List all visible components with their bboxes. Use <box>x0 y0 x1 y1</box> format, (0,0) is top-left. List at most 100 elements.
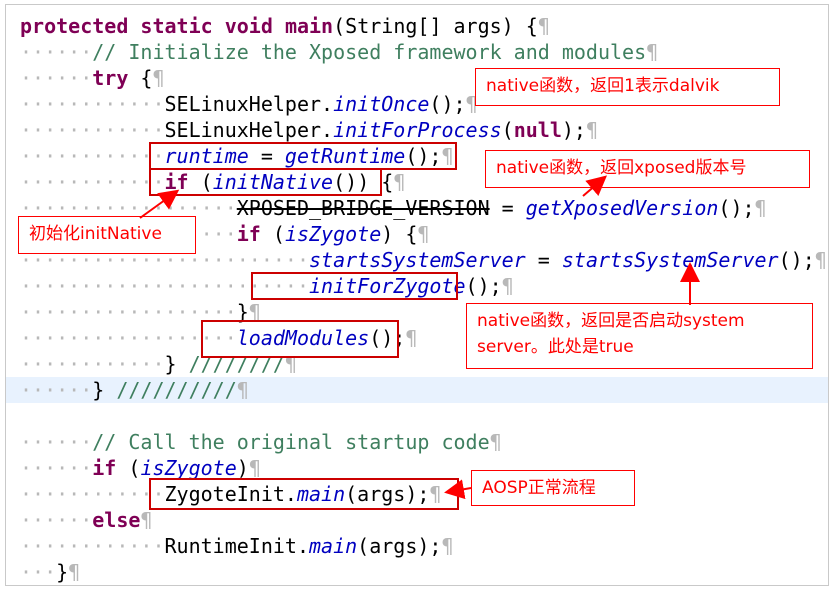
pilcrow-marker: ¶ <box>754 196 767 220</box>
code-token: initNative <box>212 170 334 194</box>
code-line[interactable]: ············if (initNative()) {¶ <box>6 169 828 195</box>
code-token: { <box>128 66 153 90</box>
pilcrow-marker: ¶ <box>393 170 406 194</box>
pilcrow-marker: ¶ <box>284 352 297 376</box>
code-line[interactable]: ············SELinuxHelper.initOnce();¶ <box>6 91 828 117</box>
pilcrow-marker: ¶ <box>417 222 430 246</box>
code-token: startsSystemServer <box>308 248 526 272</box>
code-line[interactable]: ···}¶ <box>6 559 828 585</box>
code-token: ) <box>236 456 249 480</box>
code-token: main <box>309 534 358 558</box>
whitespace-marker: ············ <box>20 534 165 558</box>
pilcrow-marker: ¶ <box>441 144 454 168</box>
code-line[interactable]: ············SELinuxHelper.initForProcess… <box>6 117 828 143</box>
code-token: getXposedVersion <box>525 196 719 220</box>
pilcrow-marker: ¶ <box>441 534 454 558</box>
code-line[interactable]: ······// Initialize the Xposed framework… <box>6 39 828 65</box>
whitespace-marker: ······ <box>20 378 93 402</box>
callout-native-xposed-version: native函数，返回xposed版本号 <box>485 150 810 188</box>
whitespace-marker: ············ <box>20 92 165 116</box>
code-token: RuntimeInit. <box>164 534 310 558</box>
code-token: isZygote <box>140 456 237 480</box>
code-line[interactable]: ············RuntimeInit.main(args);¶ <box>6 533 828 559</box>
code-line[interactable]: ··················}¶ <box>6 299 828 325</box>
code-token: } <box>164 352 189 376</box>
whitespace-marker: ············ <box>20 352 165 376</box>
code-token: ( <box>501 118 514 142</box>
code-token: startsSystemServer <box>561 248 779 272</box>
whitespace-marker: ··· <box>20 560 57 584</box>
whitespace-marker: ············ <box>20 118 165 142</box>
code-token: (args); <box>357 534 442 558</box>
code-line[interactable]: ························initForZygote();… <box>6 273 828 299</box>
zygote-init-highlight-box <box>149 478 459 510</box>
pilcrow-marker: ¶ <box>537 14 550 38</box>
code-line[interactable]: ············runtime = getRuntime();¶ <box>6 143 828 169</box>
init-native-highlight-box <box>149 168 382 196</box>
whitespace-marker: ·················· <box>20 300 237 324</box>
code-token: } <box>236 300 249 324</box>
code-line[interactable]: ··················loadModules();¶ <box>6 325 828 351</box>
code-token: (); <box>718 196 755 220</box>
code-token: runtime <box>164 144 249 168</box>
code-token: initForProcess <box>333 118 502 142</box>
code-line[interactable]: ············ZygoteInit.main(args);¶ <box>6 481 828 507</box>
whitespace-marker: ············ <box>20 482 165 506</box>
code-token: main <box>284 14 334 38</box>
code-token: initForZygote <box>308 274 466 298</box>
whitespace-marker: ······ <box>20 40 93 64</box>
pilcrow-marker: ¶ <box>585 118 599 142</box>
code-token: initOnce <box>333 92 430 116</box>
code-line[interactable]: ······else¶ <box>6 507 828 533</box>
code-token: // Initialize the Xposed framework and m… <box>92 40 647 64</box>
whitespace-marker: ······ <box>20 456 93 480</box>
code-token <box>128 14 140 38</box>
code-token: = <box>248 144 285 168</box>
callout-init-native: 初始化initNative <box>18 216 196 254</box>
code-token: loadModules <box>236 326 370 350</box>
code-token: protected <box>20 14 129 38</box>
pilcrow-marker: ¶ <box>429 482 442 506</box>
code-token: SELinuxHelper. <box>164 92 334 116</box>
code-line[interactable] <box>6 403 828 429</box>
code-token: getRuntime <box>284 144 406 168</box>
code-token: null <box>513 118 562 142</box>
code-token: void <box>224 14 273 38</box>
code-line[interactable]: ························startsSystemServ… <box>6 247 828 273</box>
code-line[interactable]: ······} //////////¶ <box>6 377 828 403</box>
code-token: ZygoteInit. <box>164 482 297 506</box>
code-token: = <box>489 196 526 220</box>
pilcrow-marker: ¶ <box>152 66 165 90</box>
code-line[interactable]: ······// Call the original startup code¶ <box>6 429 828 455</box>
code-line[interactable]: protected static void main(String[] args… <box>6 13 828 39</box>
code-token: isZygote <box>284 222 382 246</box>
whitespace-marker: ························ <box>20 274 309 298</box>
code-token: ( <box>188 170 213 194</box>
code-token: (); <box>369 326 406 350</box>
code-token: (); <box>465 274 502 298</box>
whitespace-marker: ············ <box>20 144 165 168</box>
code-token: (); <box>778 248 815 272</box>
code-token: (args); <box>345 482 430 506</box>
code-line[interactable]: ······try {¶ <box>6 65 828 91</box>
code-token: if <box>92 456 117 480</box>
code-token: else <box>92 508 141 532</box>
callout-native-system-server: native函数，返回是否启动system server。此处是true <box>466 303 813 369</box>
pilcrow-marker: ¶ <box>68 560 81 584</box>
code-token: ////////// <box>116 378 237 402</box>
pilcrow-marker: ¶ <box>248 300 261 324</box>
code-token: (); <box>405 144 442 168</box>
code-token: ); <box>561 118 586 142</box>
code-token: try <box>92 66 129 90</box>
whitespace-marker: ······ <box>20 430 93 454</box>
code-line[interactable]: ······if (isZygote)¶ <box>6 455 828 481</box>
pilcrow-marker: ¶ <box>465 92 478 116</box>
whitespace-marker: ······ <box>20 66 93 90</box>
pilcrow-marker: ¶ <box>489 430 502 454</box>
whitespace-marker: ·················· <box>20 326 237 350</box>
whitespace-marker: ············ <box>20 170 165 194</box>
code-token: ()) { <box>333 170 394 194</box>
code-token: // Call the original startup code <box>92 430 490 454</box>
load-modules-highlight-box <box>201 320 399 358</box>
whitespace-marker: ······ <box>20 508 93 532</box>
